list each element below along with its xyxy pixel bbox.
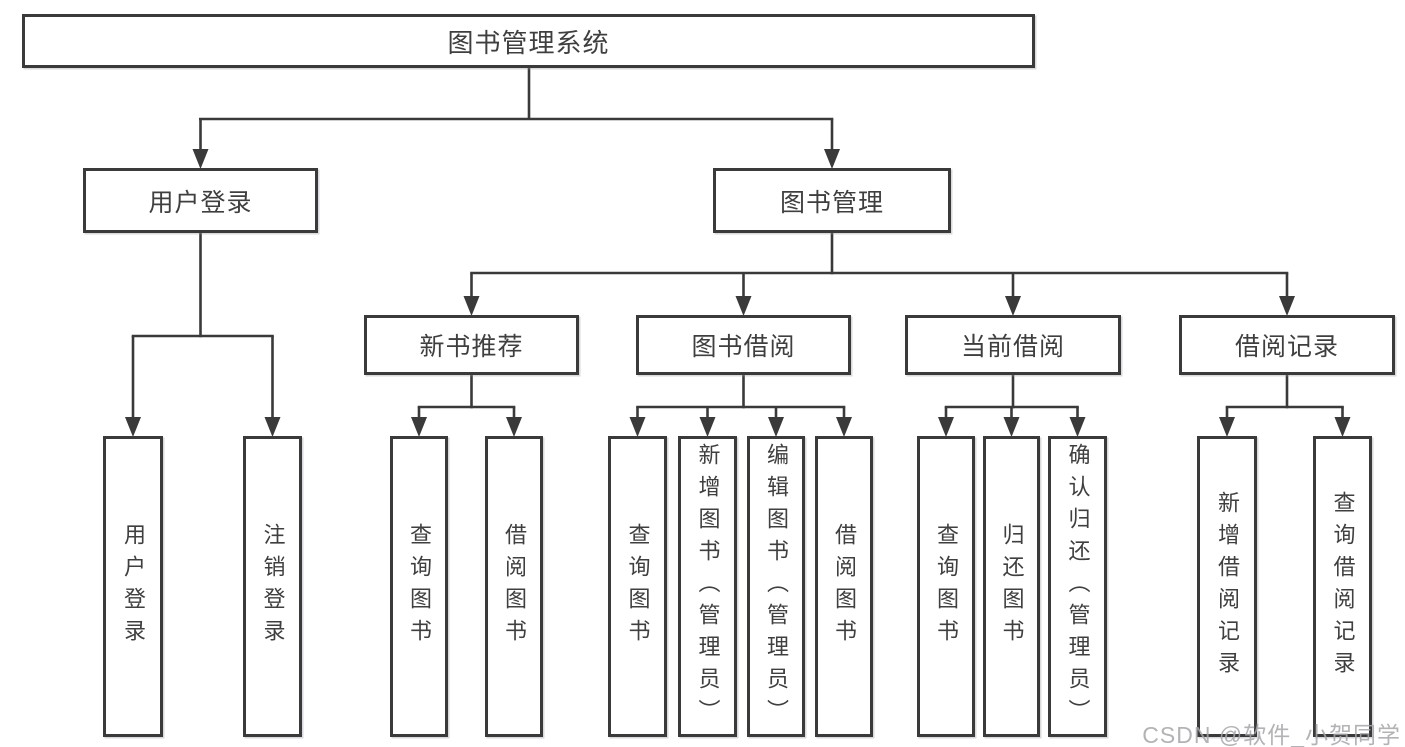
leaf-query-borrow-record-label: 查询借阅记录 xyxy=(1330,490,1356,683)
node-book-management-label: 图书管理 xyxy=(779,188,884,217)
node-user-login-group-label: 用户登录 xyxy=(148,188,253,217)
leaf-add-borrow-record-label: 新增借阅记录 xyxy=(1215,490,1240,683)
leaf-edit-book-admin: 编辑图书（管理员） xyxy=(747,436,805,737)
node-library-system: 图书管理系统 xyxy=(22,14,1035,68)
leaf-confirm-return-admin: 确认归还（管理员） xyxy=(1048,436,1107,737)
leaf-user-login: 用户登录 xyxy=(103,436,163,737)
leaf-logout: 注销登录 xyxy=(243,436,302,737)
leaf-query-books-borrow-label: 查询图书 xyxy=(625,522,651,651)
connector-new-book-recommend-to-leaves xyxy=(411,375,522,437)
leaf-confirm-return-admin-label: 确认归还（管理员） xyxy=(1065,442,1091,731)
node-current-borrow-label: 当前借阅 xyxy=(960,333,1065,361)
leaf-logout-label: 注销登录 xyxy=(260,522,286,651)
node-new-book-recommend-label: 新书推荐 xyxy=(419,333,524,361)
leaf-return-books: 归还图书 xyxy=(983,436,1040,737)
connector-book-borrow-to-leaves xyxy=(629,375,852,437)
csdn-watermark: CSDN @软件_小贺同学 xyxy=(1142,722,1401,747)
leaf-return-books-label: 归还图书 xyxy=(999,522,1025,651)
leaf-borrow-books-label: 借阅图书 xyxy=(832,522,857,651)
leaf-query-books-current: 查询图书 xyxy=(917,436,975,737)
leaf-borrow-books-recommend-label: 借阅图书 xyxy=(502,522,527,651)
leaf-user-login-label: 用户登录 xyxy=(121,522,146,651)
leaf-borrow-books-recommend: 借阅图书 xyxy=(485,436,543,737)
connector-current-borrow-to-leaves xyxy=(938,375,1086,437)
leaf-query-borrow-record: 查询借阅记录 xyxy=(1313,436,1372,737)
node-book-borrow-label: 图书借阅 xyxy=(691,333,796,361)
leaf-query-books-borrow: 查询图书 xyxy=(608,436,667,737)
leaf-query-books-recommend-label: 查询图书 xyxy=(407,522,432,651)
node-book-borrow: 图书借阅 xyxy=(636,315,851,375)
connector-borrow-records-to-leaves xyxy=(1219,375,1351,437)
connector-book-management-to-level3 xyxy=(463,233,1295,316)
node-new-book-recommend: 新书推荐 xyxy=(364,315,579,375)
leaf-query-books-current-label: 查询图书 xyxy=(934,522,959,651)
leaf-borrow-books: 借阅图书 xyxy=(815,436,873,737)
connector-root-to-level2 xyxy=(192,68,840,169)
node-book-management: 图书管理 xyxy=(713,168,951,233)
connector-user-login-to-leaves xyxy=(125,233,281,437)
leaf-query-books-recommend: 查询图书 xyxy=(390,436,448,737)
leaf-add-borrow-record: 新增借阅记录 xyxy=(1197,436,1257,737)
node-current-borrow: 当前借阅 xyxy=(905,315,1121,375)
leaf-add-book-admin-label: 新增图书（管理员） xyxy=(695,442,721,731)
leaf-edit-book-admin-label: 编辑图书（管理员） xyxy=(764,442,789,731)
node-borrow-records: 借阅记录 xyxy=(1179,315,1395,375)
node-borrow-records-label: 借阅记录 xyxy=(1234,333,1339,361)
node-library-system-label: 图书管理系统 xyxy=(447,27,610,58)
leaf-add-book-admin: 新增图书（管理员） xyxy=(678,436,737,737)
node-user-login-group: 用户登录 xyxy=(83,168,318,233)
